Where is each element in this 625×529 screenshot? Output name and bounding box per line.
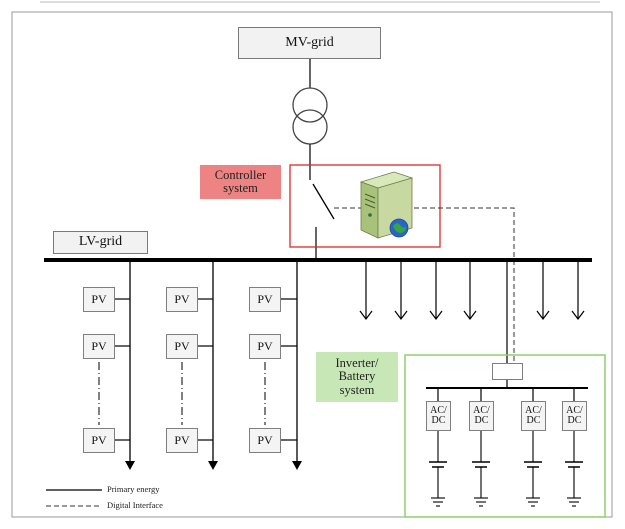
acdc-label: AC/ DC: [525, 404, 542, 426]
load-arrows: [359, 260, 585, 320]
acdc-label: AC/ DC: [430, 404, 447, 426]
inverter-frame: [404, 354, 606, 518]
pv-panel: PV: [83, 287, 115, 312]
mv-grid-box: MV-grid: [238, 27, 381, 59]
outer-frame: [11, 11, 613, 518]
legend-primary-label: Primary energy: [107, 484, 160, 494]
transformer-lower-coil: [292, 109, 328, 145]
load-3-arrow: [429, 310, 443, 320]
load-5-arrow: [536, 310, 550, 320]
acdc-converter: AC/ DC: [426, 401, 451, 431]
digital-interface-line: [334, 207, 515, 363]
inverter-battery-text: Inverter/ Battery system: [335, 356, 379, 397]
server-icon: [359, 171, 414, 239]
inverter-battery-label: Inverter/ Battery system: [316, 352, 398, 402]
acdc-converter: AC/ DC: [469, 401, 494, 431]
acdc-label: AC/ DC: [566, 404, 583, 426]
switch-blade: [312, 183, 335, 220]
pv-panel: PV: [249, 428, 281, 453]
pv-feeder-1-arrow: [125, 461, 135, 470]
pv-panel: PV: [166, 287, 198, 312]
controller-system-text: Controller system: [214, 167, 267, 195]
pv-feeder-2-arrow: [208, 461, 218, 470]
pv-panel: PV: [249, 334, 281, 359]
pv-feeder-3-arrow: [292, 461, 302, 470]
controller-system-label: Controller system: [200, 165, 281, 199]
load-4-arrow: [463, 310, 477, 320]
controller-frame: [289, 164, 441, 248]
legend-digital-label: Digital Interface: [107, 500, 163, 510]
acdc-converter: AC/ DC: [521, 401, 546, 431]
pv-panel: PV: [166, 334, 198, 359]
inverter-unit: [492, 363, 523, 380]
transformer-upper-coil: [292, 87, 328, 123]
pv-panel: PV: [83, 334, 115, 359]
pv-panel: PV: [166, 428, 198, 453]
pv-panel: PV: [83, 428, 115, 453]
load-1-arrow: [359, 310, 373, 320]
acdc-converter: AC/ DC: [562, 401, 587, 431]
pv-panel: PV: [249, 287, 281, 312]
battery-cells: [429, 431, 583, 507]
load-6-arrow: [571, 310, 585, 320]
acdc-label: AC/ DC: [473, 404, 490, 426]
lv-grid-box: LV-grid: [53, 231, 148, 254]
load-2-arrow: [394, 310, 408, 320]
